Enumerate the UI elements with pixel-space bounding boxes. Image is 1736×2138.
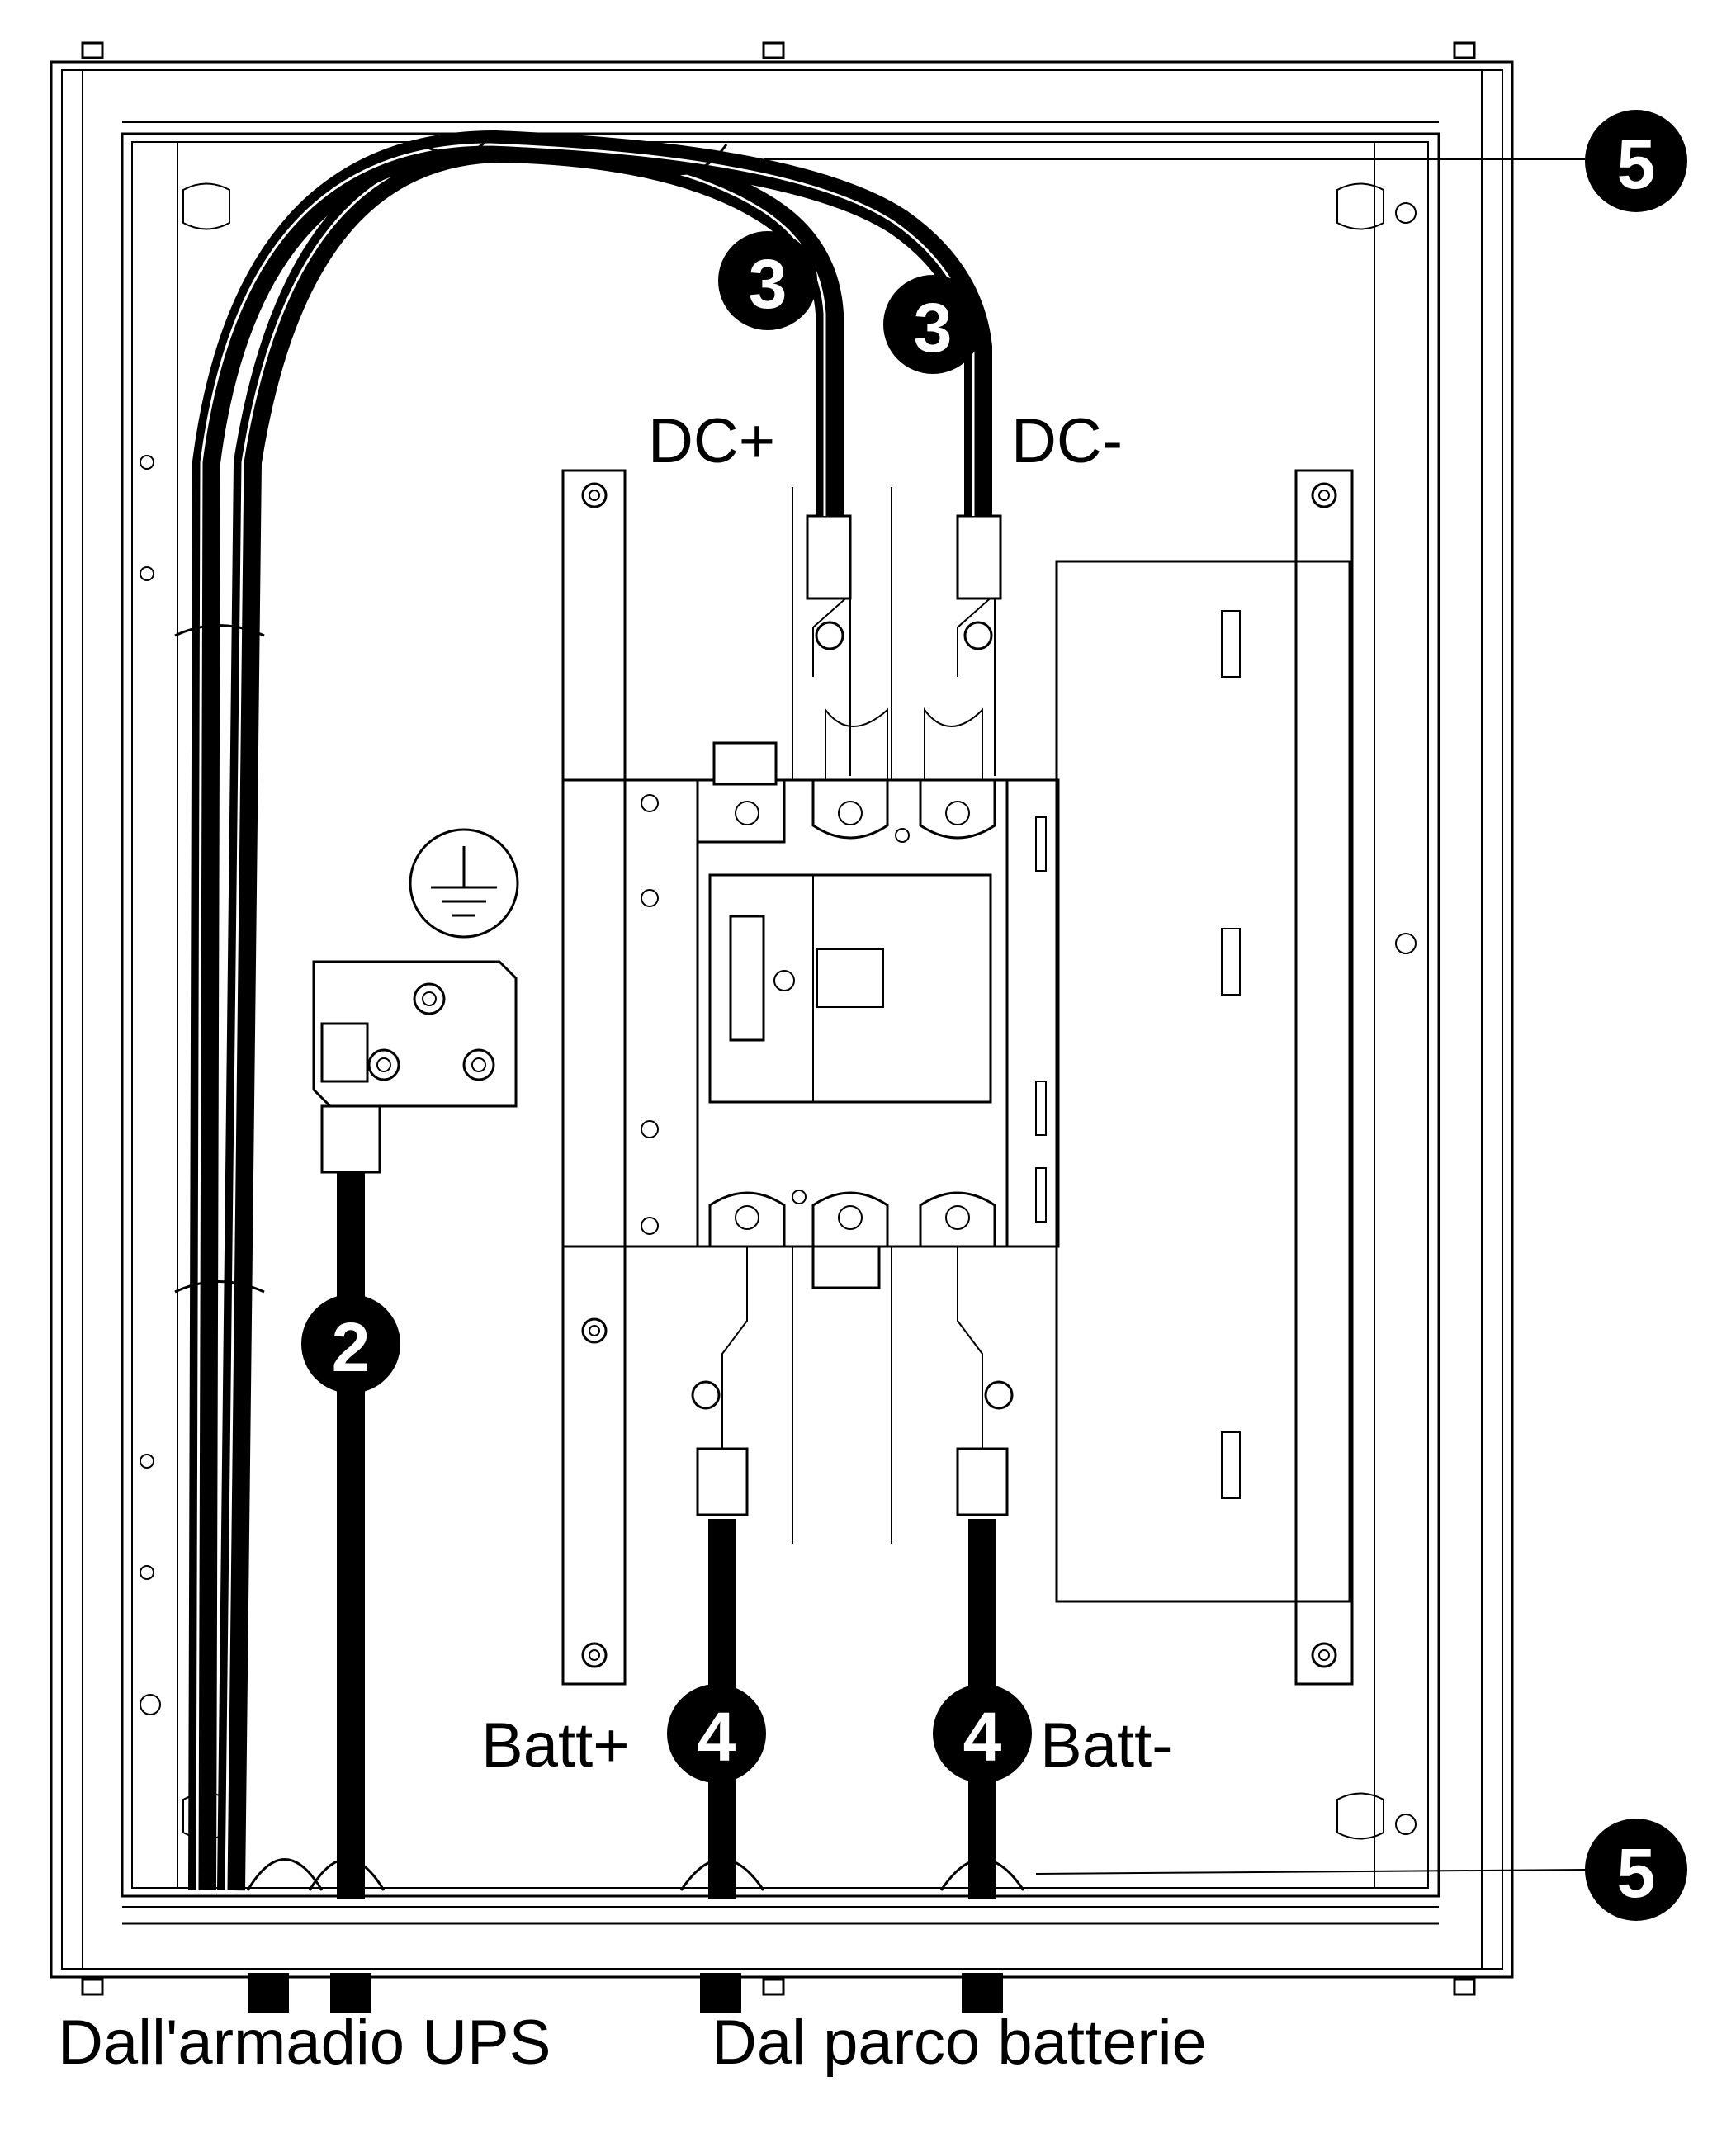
callout-ground-cable: 2 xyxy=(301,1294,400,1393)
cabinet-frame xyxy=(50,41,1514,1996)
svg-text:2: 2 xyxy=(332,1308,371,1386)
battery-breaker xyxy=(561,487,1060,1544)
ups-cable-exit-1 xyxy=(248,1973,289,2013)
callout-cable-tie-top: 5 xyxy=(1585,110,1687,212)
label-batt-plus: Batt+ xyxy=(481,1710,630,1781)
svg-text:5: 5 xyxy=(1617,1834,1656,1912)
svg-text:3: 3 xyxy=(749,245,788,323)
ground-bar xyxy=(312,960,518,1174)
callout-dc-minus-cable: 3 xyxy=(883,275,982,374)
dc-terminals xyxy=(806,514,1002,781)
callout-batt-plus-cable: 4 xyxy=(667,1684,766,1783)
svg-text:3: 3 xyxy=(914,289,953,367)
label-dc-minus: DC- xyxy=(1011,406,1123,476)
ups-cable-exit-2 xyxy=(330,1973,371,2013)
label-batt-minus: Batt- xyxy=(1040,1710,1173,1781)
callout-batt-minus-cable: 4 xyxy=(933,1684,1032,1783)
svg-text:4: 4 xyxy=(963,1698,1002,1776)
label-dc-plus: DC+ xyxy=(648,406,775,476)
breaker-handle[interactable] xyxy=(729,915,765,1042)
svg-text:4: 4 xyxy=(698,1698,736,1776)
label-from-battery-bank: Dal parco batterie xyxy=(712,2008,1207,2078)
protective-earth-icon xyxy=(409,828,519,939)
battery-cable-exit-1 xyxy=(700,1973,741,2013)
cable-ties xyxy=(174,139,1025,1891)
callout-cable-tie-bottom: 5 xyxy=(1585,1819,1687,1921)
battery-terminals xyxy=(691,1246,1014,1516)
battery-cable-exit-2 xyxy=(962,1973,1003,2013)
label-from-ups-cabinet: Dall'armadio UPS xyxy=(58,2008,551,2078)
mounting-plate-left xyxy=(561,469,627,1686)
leader-line-bottom xyxy=(1035,1869,1586,1875)
cable-dc-minus xyxy=(188,130,992,1891)
svg-text:5: 5 xyxy=(1617,125,1656,203)
callout-dc-plus-cable: 3 xyxy=(718,231,817,330)
mounting-plate-right xyxy=(1035,469,1354,1686)
